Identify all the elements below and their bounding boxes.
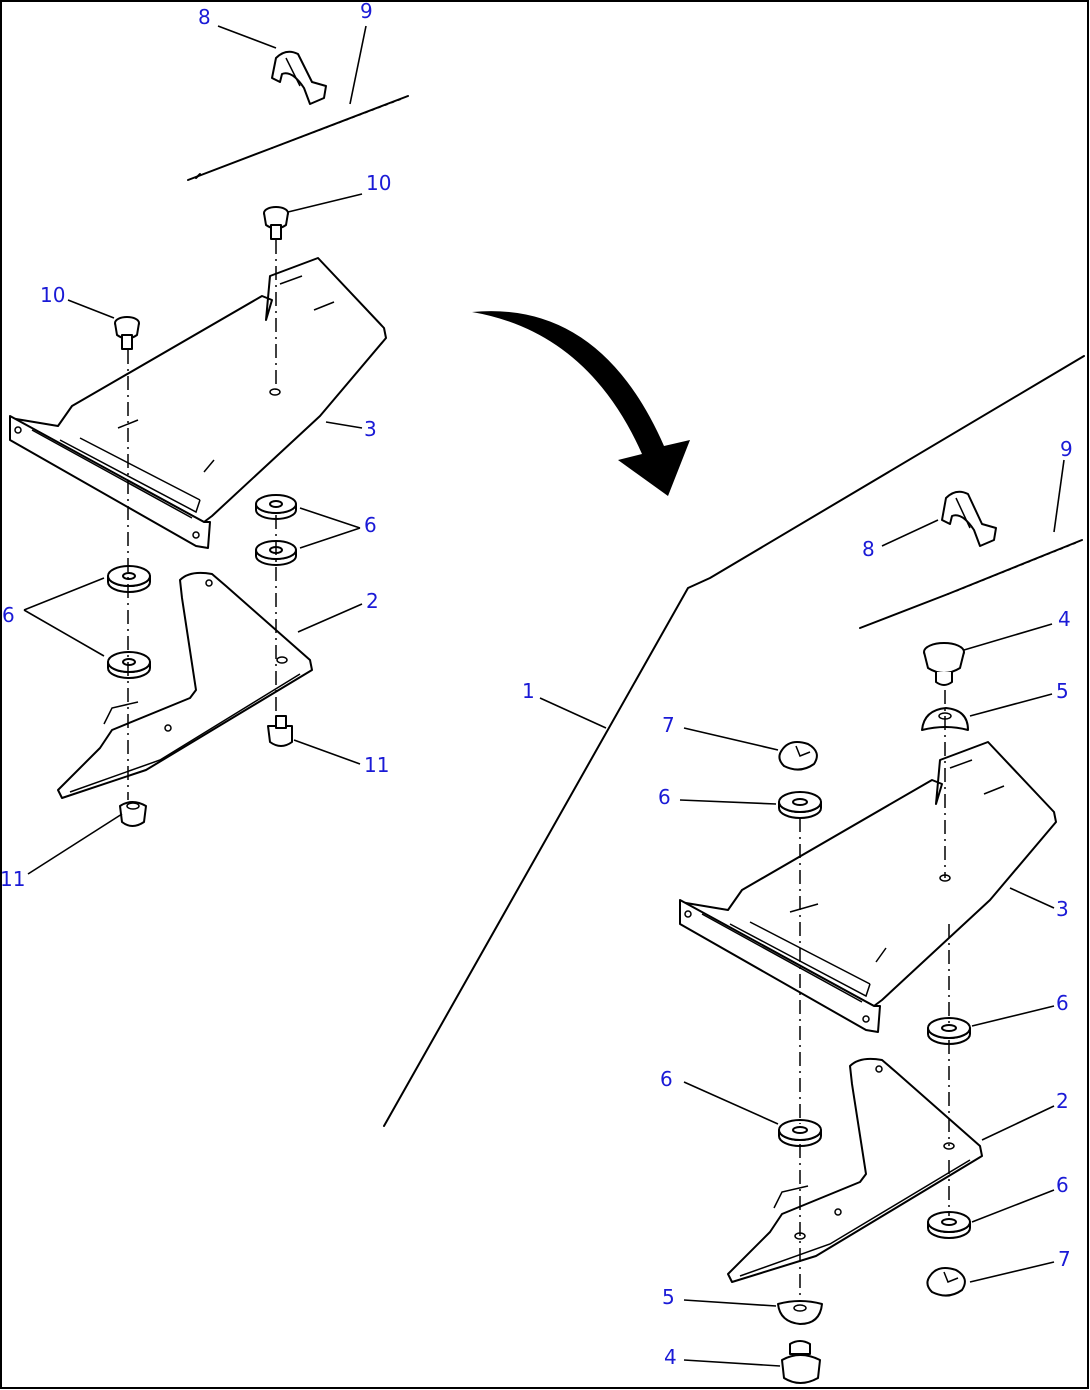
cab-outline	[383, 355, 1085, 1127]
left-assembly	[9, 50, 409, 827]
nut-left-right	[267, 715, 293, 747]
callout-6-left-left: 6	[2, 603, 15, 627]
callout-11-left-right: 11	[364, 753, 389, 777]
callout-6-left-right: 6	[364, 513, 377, 537]
callout-3-left: 3	[364, 417, 377, 441]
clip-right-top	[778, 741, 818, 771]
callout-5-right-top: 5	[1056, 679, 1069, 703]
callout-6-right-low: 6	[1056, 1173, 1069, 1197]
callout-9-right: 9	[1060, 437, 1073, 461]
callout-10-left-side: 10	[40, 283, 65, 307]
bracket-right	[727, 1057, 983, 1283]
callout-4-right-bottom: 4	[664, 1345, 677, 1369]
nut-left-bottom	[119, 801, 147, 827]
callout-6-right-mid: 6	[1056, 991, 1069, 1015]
callout-5-right-bottom: 5	[662, 1285, 675, 1309]
cable-left	[187, 95, 409, 181]
bolt-left-side	[114, 316, 140, 350]
callout-1: 1	[522, 679, 535, 703]
callout-11-left-bottom: 11	[0, 867, 25, 891]
callout-7-right-top: 7	[662, 713, 675, 737]
plate-right	[679, 741, 1057, 1033]
callout-8-right: 8	[862, 537, 875, 561]
transition-arrow	[472, 311, 690, 496]
callout-6-right-left: 6	[660, 1067, 673, 1091]
callout-2-left: 2	[366, 589, 379, 613]
clamp-right	[941, 490, 997, 547]
cable-right	[859, 539, 1083, 629]
leader-lines	[23, 25, 1065, 1367]
bolt-left-top	[263, 206, 289, 240]
washers-left	[107, 494, 297, 679]
callout-labels: 8 9 10 10 3 6 6 2 11 11 1 9 8 4 5 7 6 3 …	[0, 0, 1073, 1369]
callout-4-right-top: 4	[1058, 607, 1071, 631]
spacer-right-bottom	[777, 1300, 823, 1325]
callout-2-right: 2	[1056, 1089, 1069, 1113]
callout-8-left: 8	[198, 5, 211, 29]
knob-right-top	[923, 642, 965, 686]
plate-left	[9, 257, 387, 549]
callout-9-left: 9	[360, 0, 373, 23]
clip-right-bottom	[926, 1267, 966, 1297]
callout-10-left-top: 10	[366, 171, 391, 195]
washers-right	[778, 791, 971, 1239]
right-assembly	[679, 490, 1083, 1384]
clamp-left	[271, 50, 327, 105]
knob-right-bottom	[781, 1340, 821, 1384]
bracket-left	[57, 571, 313, 799]
callout-7-right-bottom: 7	[1058, 1247, 1071, 1271]
callout-6-right-top: 6	[658, 785, 671, 809]
callout-3-right: 3	[1056, 897, 1069, 921]
